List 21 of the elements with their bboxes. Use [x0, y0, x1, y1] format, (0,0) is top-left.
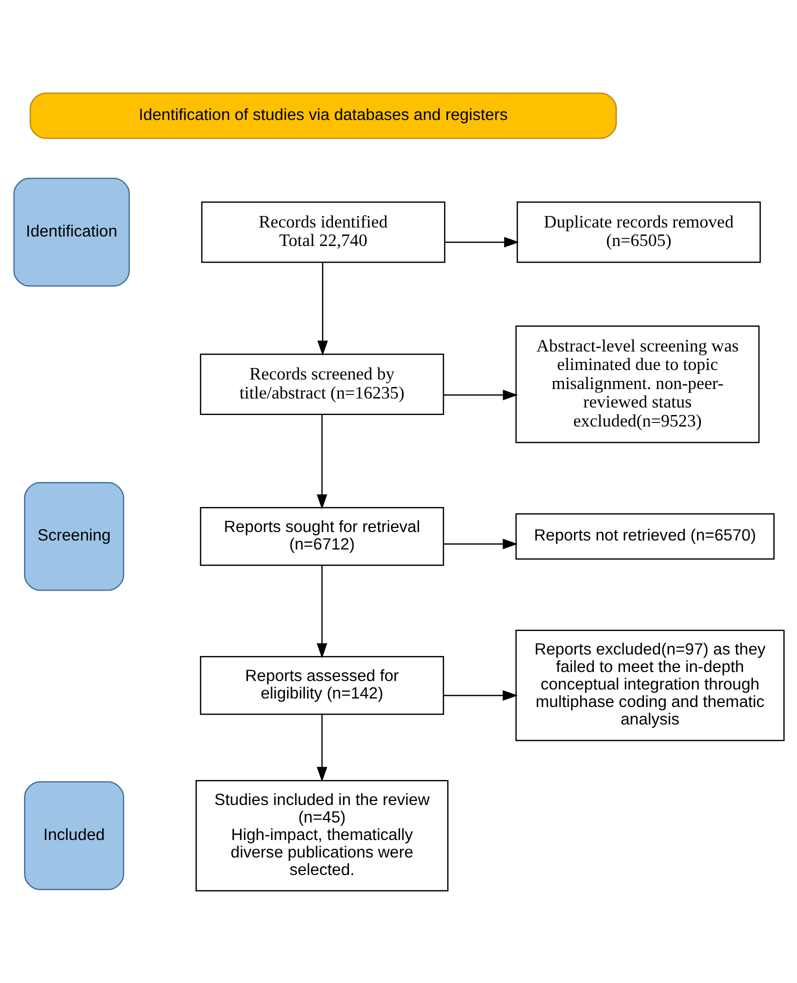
node-box: Studies included in the review (n=45) High-impact, thematically diverse publications were selected.: [195, 779, 448, 891]
node-box: Records screened by title/abstract (n=16235): [199, 353, 444, 414]
node-box: Reports sought for retrieval (n=6712): [199, 506, 444, 566]
arrow: [316, 565, 327, 658]
arrow: [444, 236, 519, 247]
node-box: Duplicate records removed (n=6505): [516, 201, 760, 262]
node-box: Reports excluded(n=97) as they failed to meet the in-depth conceptual integration through multiphase coding and thematic analysis: [514, 629, 784, 741]
arrow: [316, 414, 327, 509]
node-box: Included: [24, 780, 124, 890]
arrow: [443, 538, 518, 549]
arrow: [443, 389, 518, 400]
arrow: [316, 262, 328, 356]
arrow: [316, 714, 327, 782]
node-box: Identification: [12, 177, 130, 286]
node-box: Records identified Total 22,740: [200, 201, 445, 262]
node-box: Abstract-level screening was eliminated due to topic misalignment. non-peer-reviewed status excluded(n=9523): [514, 324, 760, 443]
arrow: [443, 690, 518, 700]
node-box: Screening: [24, 481, 124, 590]
node-box: Reports not retrieved (n=6570): [514, 512, 774, 560]
node-box: Reports assessed for eligibility (n=142): [199, 656, 444, 714]
node-box: Identification of studies via databases and registers: [29, 92, 616, 138]
